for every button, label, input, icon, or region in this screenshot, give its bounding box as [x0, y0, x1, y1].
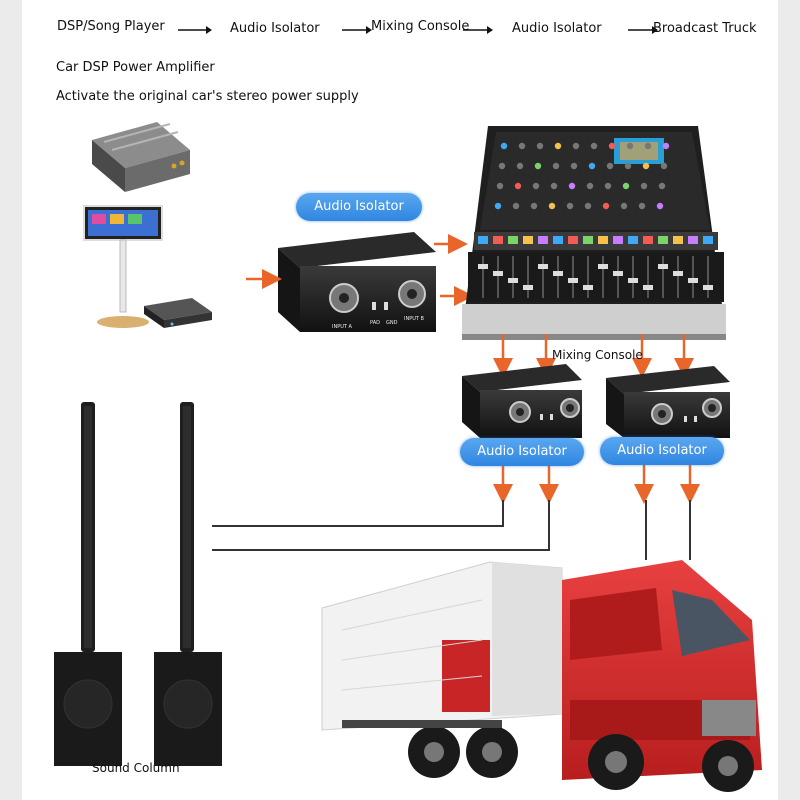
media-player-icon	[144, 298, 212, 328]
amplifier-icon	[92, 122, 190, 192]
flow-step-audio-isolator-2: Audio Isolator	[512, 21, 602, 36]
isolator-pad-label: PAD	[370, 320, 380, 326]
note-activate-power: Activate the original car's stereo power…	[56, 89, 359, 104]
sound-column-icon	[154, 402, 222, 766]
note-car-dsp: Car DSP Power Amplifier	[56, 60, 215, 75]
label-audio-isolator-left: Audio Isolator	[460, 438, 584, 466]
label-sound-column: Sound Column	[92, 761, 180, 775]
audio-isolator-icon	[606, 366, 730, 438]
arrow-right-icon	[178, 26, 212, 34]
console-controls	[478, 142, 713, 298]
broadcast-truck-icon	[321, 560, 762, 792]
audio-isolator-icon	[462, 364, 582, 438]
arrow-right-icon	[628, 26, 658, 34]
mixing-console-icon	[462, 126, 726, 340]
karaoke-stand-icon	[83, 205, 163, 328]
flow-step-dsp-song-player: DSP/Song Player	[57, 19, 165, 34]
flow-step-audio-isolator-1: Audio Isolator	[230, 21, 320, 36]
arrow-right-icon	[342, 26, 372, 34]
flow-step-mixing-console: Mixing Console	[371, 19, 470, 34]
label-audio-isolator-top: Audio Isolator	[296, 193, 422, 221]
sound-column-icon	[54, 402, 122, 766]
isolator-gnd-label: GND	[386, 320, 398, 326]
diagram-illustrations: INPUT A PAD GND INPUT B	[54, 122, 762, 792]
label-mixing-console: Mixing Console	[552, 348, 643, 362]
arrow-right-icon	[463, 26, 493, 34]
label-audio-isolator-right: Audio Isolator	[600, 437, 724, 465]
isolator-input-a-label: INPUT A	[332, 324, 353, 330]
speaker-cables	[212, 500, 691, 560]
audio-isolator-icon: INPUT A PAD GND INPUT B	[278, 232, 436, 332]
diagram-page: DSP/Song Player Audio Isolator Mixing Co…	[22, 0, 778, 800]
isolator-input-b-label: INPUT B	[404, 316, 425, 322]
flow-step-broadcast-truck: Broadcast Truck	[653, 21, 757, 36]
